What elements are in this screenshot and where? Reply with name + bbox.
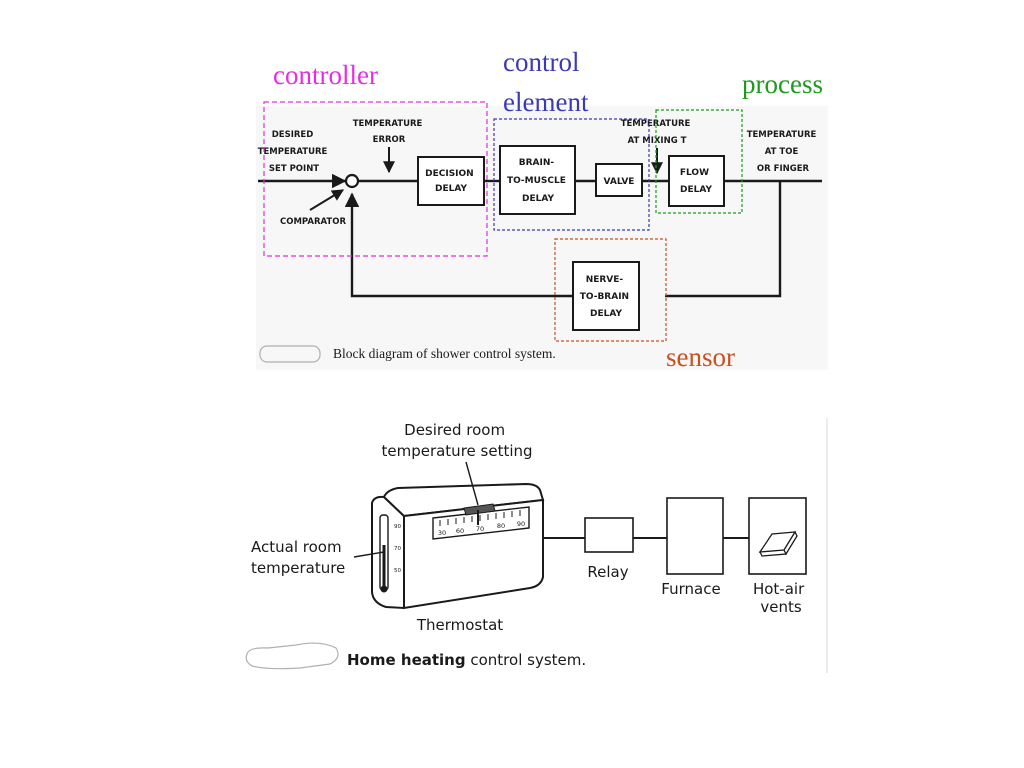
shower-block-diagram: DECISION DELAY BRAIN- TO-MUSCLE DELAY VA… xyxy=(256,106,828,370)
svg-text:control element: control element xyxy=(503,47,589,117)
svg-text:BRAIN- TO-MUSCLE D: BRAIN- TO-MUSCLE DELAY xyxy=(507,158,569,204)
svg-text:Home heating control system.: Home heating control system. xyxy=(347,651,586,669)
actual-room-temp-label-2: temperature xyxy=(251,559,345,577)
controller-region xyxy=(263,101,488,257)
svg-text:Desired room temperature: Desired room temperature setting xyxy=(381,421,532,460)
comparator-label: COMPARATOR xyxy=(280,217,346,227)
sensor-region xyxy=(554,238,667,342)
toe-temp-label-1: TEMPERATURE xyxy=(747,130,817,140)
temperature-error-label-2: ERROR xyxy=(373,135,406,145)
valve-block-label: VALVE xyxy=(604,177,635,187)
feedback-line-left xyxy=(344,192,573,298)
svg-text:DECISION DELAY: DECISION DELAY xyxy=(425,169,477,194)
dial-scale-label: 70 xyxy=(476,525,484,533)
brain-block-label-1: BRAIN- xyxy=(519,158,555,168)
home-heating-diagram: 90 70 50 30 60 70 80 90 xyxy=(245,418,828,673)
control-element-region xyxy=(493,118,650,231)
nerve-block-label-1: NERVE- xyxy=(586,275,624,285)
control-element-annotation-1: control xyxy=(503,47,579,77)
decision-block-label-1: DECISION xyxy=(425,169,474,179)
relay-box xyxy=(584,517,634,553)
nerve-to-brain-delay-block xyxy=(572,261,640,331)
thermometer-scale-label: 70 xyxy=(394,546,401,552)
svg-text:TEMPERATURE AT MIXING T: TEMPERATURE AT MIXING T xyxy=(621,119,694,146)
hot-air-vents-label-2: vents xyxy=(760,598,801,616)
process-annotation: process xyxy=(742,69,823,99)
toe-temp-label-2: AT TOE xyxy=(765,147,799,157)
nerve-block-label-3: DELAY xyxy=(590,309,622,319)
desired-room-setting-label-2: temperature setting xyxy=(381,442,532,460)
dial-scale-label: 30 xyxy=(438,529,446,537)
setpoint-knob xyxy=(463,503,496,516)
hot-air-vents-label-1: Hot-air xyxy=(753,580,805,598)
brain-block-label-3: DELAY xyxy=(522,194,554,204)
thermostat-body-top xyxy=(382,482,545,518)
svg-text:Hot-air vents: Hot-air vents xyxy=(753,580,809,616)
sensor-annotation: sensor xyxy=(666,342,735,372)
nerve-block-label-2: TO-BRAIN xyxy=(580,292,629,302)
dial-scale-label: 80 xyxy=(497,522,505,530)
thermometer-scale-label: 90 xyxy=(394,524,401,530)
shower-figure-number-blank xyxy=(259,345,321,363)
heating-figure-number-smudge xyxy=(245,642,339,670)
flow-block-label-1: FLOW xyxy=(680,168,709,178)
thermostat-label: Thermostat xyxy=(416,616,503,634)
svg-text:FLOW DELAY: FLOW DELAY xyxy=(680,168,713,195)
furnace-box xyxy=(666,497,724,575)
shower-caption: Block diagram of shower control system. xyxy=(333,346,556,361)
comparator-junction xyxy=(344,173,360,189)
control-element-annotation-2: element xyxy=(503,87,589,117)
toe-temp-label-3: OR FINGER xyxy=(757,164,810,174)
svg-text:Actual room temperature: Actual room temperature xyxy=(251,538,346,577)
actual-temp-leader xyxy=(353,551,385,558)
vent-icon xyxy=(758,530,798,557)
brain-block-label-2: TO-MUSCLE xyxy=(507,176,566,186)
flow-delay-block xyxy=(668,155,725,207)
setpoint-dial-scale xyxy=(432,506,530,540)
decision-delay-block xyxy=(417,156,485,206)
desired-setpoint-label-1: DESIRED xyxy=(272,130,314,140)
dial-scale-label: 90 xyxy=(517,520,525,528)
desired-setpoint-label-2: TEMPERATURE xyxy=(258,147,328,157)
brain-to-muscle-delay-block xyxy=(499,145,576,215)
mixing-temp-label-2: AT MIXING T xyxy=(628,136,687,146)
temperature-error-label-1: TEMPERATURE xyxy=(353,119,423,129)
desired-setting-leader xyxy=(465,461,479,506)
svg-text:TEMPERATURE AT TOE: TEMPERATURE AT TOE OR FINGER xyxy=(747,130,820,174)
svg-text:NERVE- TO-BRAIN DE: NERVE- TO-BRAIN DELAY xyxy=(580,275,632,319)
relay-label: Relay xyxy=(587,563,628,581)
mixing-temp-label-1: TEMPERATURE xyxy=(621,119,691,129)
svg-text:TEMPERATURE ERROR: TEMPERATURE ERROR xyxy=(353,119,426,145)
valve-block xyxy=(595,163,643,197)
annotation-overlays: controller control element process senso… xyxy=(263,47,823,372)
comparator-pointer-arrow xyxy=(309,189,345,211)
thermometer-bulb xyxy=(380,585,388,593)
process-region xyxy=(655,109,743,214)
svg-text:DESIRED TEMPERATURE: DESIRED TEMPERATURE SET POINT xyxy=(258,130,331,174)
heating-caption-rest: control system. xyxy=(466,651,587,669)
dial-scale-label: 60 xyxy=(456,527,464,535)
actual-room-temp-label-1: Actual room xyxy=(251,538,342,556)
desired-setpoint-label-3: SET POINT xyxy=(269,164,319,174)
flow-block-label-2: DELAY xyxy=(680,185,712,195)
dial-tick-marks xyxy=(439,510,521,526)
feedback-line-right xyxy=(665,181,782,298)
furnace-label: Furnace xyxy=(661,580,720,598)
thermometer-scale-label: 50 xyxy=(394,568,401,574)
decision-block-label-2: DELAY xyxy=(435,184,467,194)
heating-caption-bold: Home heating xyxy=(347,651,466,669)
desired-room-setting-label-1: Desired room xyxy=(404,421,505,439)
controller-annotation: controller xyxy=(273,60,378,90)
